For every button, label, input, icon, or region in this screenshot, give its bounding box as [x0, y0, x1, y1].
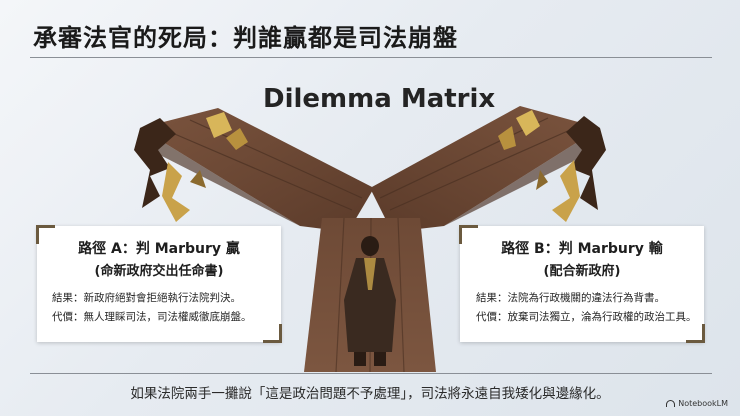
conclusion-text: 如果法院兩手一攤說「這是政治問題不予處理」，司法將永遠自我矮化與邊緣化。: [130, 386, 610, 402]
path-a-subtitle: (命新政府交出任命書): [94, 264, 224, 279]
path-b-card: 路徑 B：判 Marbury 輸 (配合新政府) 結果：法院為行政機關的違法行為…: [459, 225, 705, 343]
path-a-cost: 代價：無人理睬司法，司法權威徹底崩盤。: [52, 311, 252, 323]
notebooklm-badge: NotebookLM: [666, 399, 728, 408]
path-b-title: 路徑 B：判 Marbury 輸: [501, 241, 663, 257]
card-corner-ornament: [686, 324, 705, 343]
badge-label: NotebookLM: [678, 399, 728, 408]
footer-divider: [30, 373, 712, 374]
path-a-result: 結果：新政府絕對會拒絕執行法院判決。: [52, 292, 241, 304]
path-b-result: 結果：法院為行政機關的違法行為背書。: [476, 292, 665, 304]
left-crack: [134, 118, 176, 208]
judge-figure: [344, 236, 396, 366]
path-a-title: 路徑 A：判 Marbury 贏: [78, 241, 240, 257]
path-b-subtitle: (配合新政府): [543, 264, 621, 279]
card-corner-ornament: [263, 324, 282, 343]
title-divider: [30, 57, 712, 58]
card-corner-ornament: [36, 225, 55, 244]
path-a-card: 路徑 A：判 Marbury 贏 (命新政府交出任命書) 結果：新政府絕對會拒絕…: [36, 225, 282, 343]
page-title: 承審法官的死局：判誰贏都是司法崩盤: [33, 24, 458, 52]
right-crack: [566, 116, 606, 210]
left-bridge-arm: [140, 108, 374, 232]
notebooklm-icon: [666, 400, 676, 407]
right-bridge-arm: [370, 106, 600, 232]
path-b-cost: 代價：放棄司法獨立，淪為行政權的政治工具。: [476, 311, 697, 323]
card-corner-ornament: [459, 225, 478, 244]
matrix-heading: Dilemma Matrix: [263, 84, 496, 114]
